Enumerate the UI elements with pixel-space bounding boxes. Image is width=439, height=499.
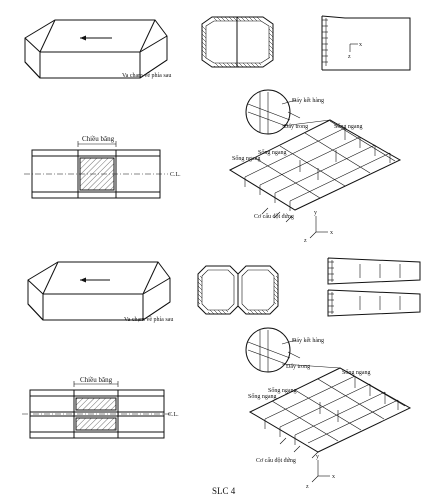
deck-bottom-label-bottom: Đáy kết hàng xyxy=(292,337,324,344)
plate-support-bottom xyxy=(327,257,421,317)
section-double-octagon-bottom xyxy=(197,265,279,315)
strip-width-label-bottom: Chiều băng xyxy=(80,376,113,384)
axis-z-bottom-grillage: z xyxy=(306,484,309,490)
centerline-label-bottom: C.L. xyxy=(168,412,179,418)
axis-y-bottom-grillage: y xyxy=(316,454,319,460)
hull-block-top xyxy=(24,19,168,79)
inner-bottom-label-top: Đáy trong xyxy=(284,124,308,130)
buckling-label-bottom: Cơ cấu đột đứng xyxy=(256,457,296,464)
grillage-bottom xyxy=(245,327,412,483)
plan-view-top xyxy=(24,141,168,199)
collision-label-bottom: Va chạm về phía sau xyxy=(124,316,173,323)
hull-block-bottom xyxy=(27,261,171,321)
axis-x-top-plate: x xyxy=(359,42,362,48)
buckling-label-top: Cơ cấu đột đứng xyxy=(254,213,294,220)
axis-x-bottom-grillage: x xyxy=(332,474,335,480)
web-frame-label-top-2: Sống ngang xyxy=(258,149,287,156)
page-id: SLC 4 xyxy=(212,486,236,496)
section-octagon-top xyxy=(201,16,274,68)
web-frame-label-bottom-3: Sống ngang xyxy=(248,393,277,400)
centerline-label-top: C.L. xyxy=(170,172,181,178)
axis-z-top-plate: z xyxy=(348,54,351,60)
web-frame-label-bottom-1: Sống ngang xyxy=(342,369,371,376)
web-frame-label-bottom-2: Sống ngang xyxy=(268,387,297,394)
plan-view-bottom xyxy=(22,381,172,439)
axis-z-top-grillage: z xyxy=(304,238,307,244)
axis-x-top-grillage: x xyxy=(330,230,333,236)
web-frame-label-top-3: Sống ngang xyxy=(232,155,261,162)
axis-y-top-grillage: y xyxy=(314,210,317,216)
plate-support-top: x z xyxy=(321,15,411,71)
web-frame-label-top-1: Sống ngang xyxy=(334,123,363,130)
deck-bottom-label-top: Đáy kết hàng xyxy=(292,97,324,104)
grillage-top xyxy=(228,89,402,239)
collision-label-top: Va chạm về phía sau xyxy=(122,72,171,79)
strip-width-label-top: Chiều băng xyxy=(82,135,115,143)
inner-bottom-label-bottom: Đáy trong xyxy=(286,364,310,370)
